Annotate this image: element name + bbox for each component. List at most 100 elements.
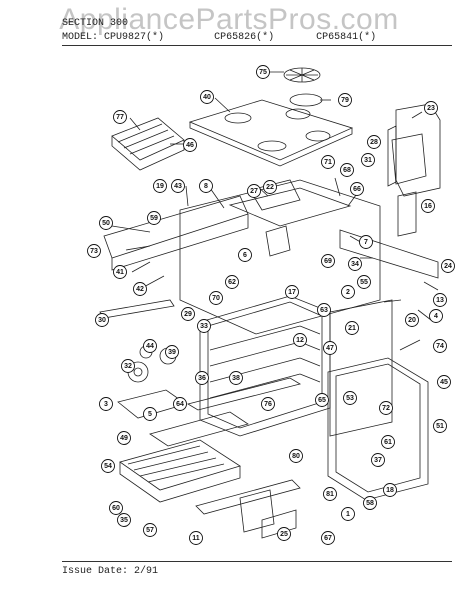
burner-ring (289, 93, 323, 107)
callout-circle (383, 483, 397, 497)
callout-number: 55 (360, 279, 368, 286)
callout-number: 77 (116, 114, 124, 121)
callout-46: 46 (183, 138, 197, 152)
callout-circle (109, 501, 123, 515)
callout-circle (199, 179, 213, 193)
callout-circle (113, 110, 127, 124)
callout-number: 70 (212, 295, 220, 302)
callout-65: 65 (315, 393, 329, 407)
callout-17: 17 (285, 285, 299, 299)
callout-74: 74 (433, 339, 447, 353)
callout-77: 77 (113, 110, 127, 124)
callout-number: 16 (424, 203, 432, 210)
callout-number: 35 (120, 517, 128, 524)
callout-circle (229, 371, 243, 385)
callout-number: 60 (112, 505, 120, 512)
callout-circle (195, 371, 209, 385)
issue-date: Issue Date: 2/91 (62, 566, 159, 577)
callout-circle (95, 313, 109, 327)
callout-73: 73 (87, 244, 101, 258)
section-header: SECTION 300 (62, 18, 129, 29)
watermark: AppliancePartsPros.com (59, 3, 399, 36)
callout-circle (101, 459, 115, 473)
callout-number: 36 (198, 375, 206, 382)
callout-circle (133, 282, 147, 296)
callout-35: 35 (117, 513, 131, 527)
callout-number: 29 (184, 311, 192, 318)
kick-panel (195, 479, 301, 539)
callout-number: 81 (326, 491, 334, 498)
callout-circle (200, 90, 214, 104)
callout-circle (147, 211, 161, 225)
callout-number: 11 (192, 535, 200, 542)
callout-31: 31 (361, 153, 375, 167)
callout-30: 30 (95, 313, 109, 327)
model-line: MODEL: CPU9827(*) CP65826(*) CP65841(*) (62, 32, 377, 43)
callout-6: 6 (238, 248, 252, 262)
callout-circle (371, 453, 385, 467)
callout-circle (338, 93, 352, 107)
callout-number: 74 (436, 343, 444, 350)
callout-39: 39 (165, 345, 179, 359)
callout-number: 7 (364, 239, 368, 246)
callout-circle (441, 259, 455, 273)
leader-lines (111, 71, 439, 351)
callout-number: 76 (264, 401, 272, 408)
cooktop (188, 99, 354, 167)
callout-number: 46 (186, 142, 194, 149)
callout-number: 19 (156, 183, 164, 190)
callout-11: 11 (189, 531, 203, 545)
callout-circle (359, 235, 373, 249)
callout-number: 22 (266, 184, 274, 191)
callout-circle (113, 265, 127, 279)
callout-7: 7 (359, 235, 373, 249)
callout-number: 34 (351, 261, 359, 268)
callout-number: 64 (176, 401, 184, 408)
callout-number: 24 (444, 263, 452, 270)
callout-45: 45 (437, 375, 451, 389)
callout-circle (209, 291, 223, 305)
callout-circle (367, 135, 381, 149)
callout-number: 32 (124, 363, 132, 370)
callout-circle (379, 401, 393, 415)
callout-circle (225, 275, 239, 289)
callout-13: 13 (433, 293, 447, 307)
callout-circle (437, 375, 451, 389)
callout-66: 66 (350, 182, 364, 196)
callout-59: 59 (147, 211, 161, 225)
callout-number: 79 (341, 97, 349, 104)
callout-number: 53 (346, 395, 354, 402)
callout-number: 4 (434, 313, 438, 320)
callout-20: 20 (405, 313, 419, 327)
callout-number: 23 (427, 105, 435, 112)
callout-72: 72 (379, 401, 393, 415)
header-rule (62, 45, 452, 46)
callout-number: 5 (148, 411, 152, 418)
callout-62: 62 (225, 275, 239, 289)
callout-68: 68 (340, 163, 354, 177)
callout-47: 47 (323, 341, 337, 355)
callout-circle (171, 179, 185, 193)
callout-61: 61 (381, 435, 395, 449)
callout-number: 43 (174, 183, 182, 190)
callout-number: 41 (116, 269, 124, 276)
callout-number: 54 (104, 463, 112, 470)
callout-63: 63 (317, 303, 331, 317)
oven-door (327, 357, 429, 501)
callout-circle (429, 309, 443, 323)
callout-43: 43 (171, 179, 185, 193)
callout-53: 53 (343, 391, 357, 405)
broiler-drawer (119, 439, 241, 503)
callout-circle (183, 138, 197, 152)
callout-circle (323, 341, 337, 355)
callout-circle (238, 248, 252, 262)
backguard (387, 103, 441, 237)
callout-16: 16 (421, 199, 435, 213)
callout-number: 72 (382, 405, 390, 412)
callout-29: 29 (181, 307, 195, 321)
callout-12: 12 (293, 333, 307, 347)
callout-circle (117, 513, 131, 527)
callout-circle (261, 397, 275, 411)
callout-21: 21 (345, 321, 359, 335)
